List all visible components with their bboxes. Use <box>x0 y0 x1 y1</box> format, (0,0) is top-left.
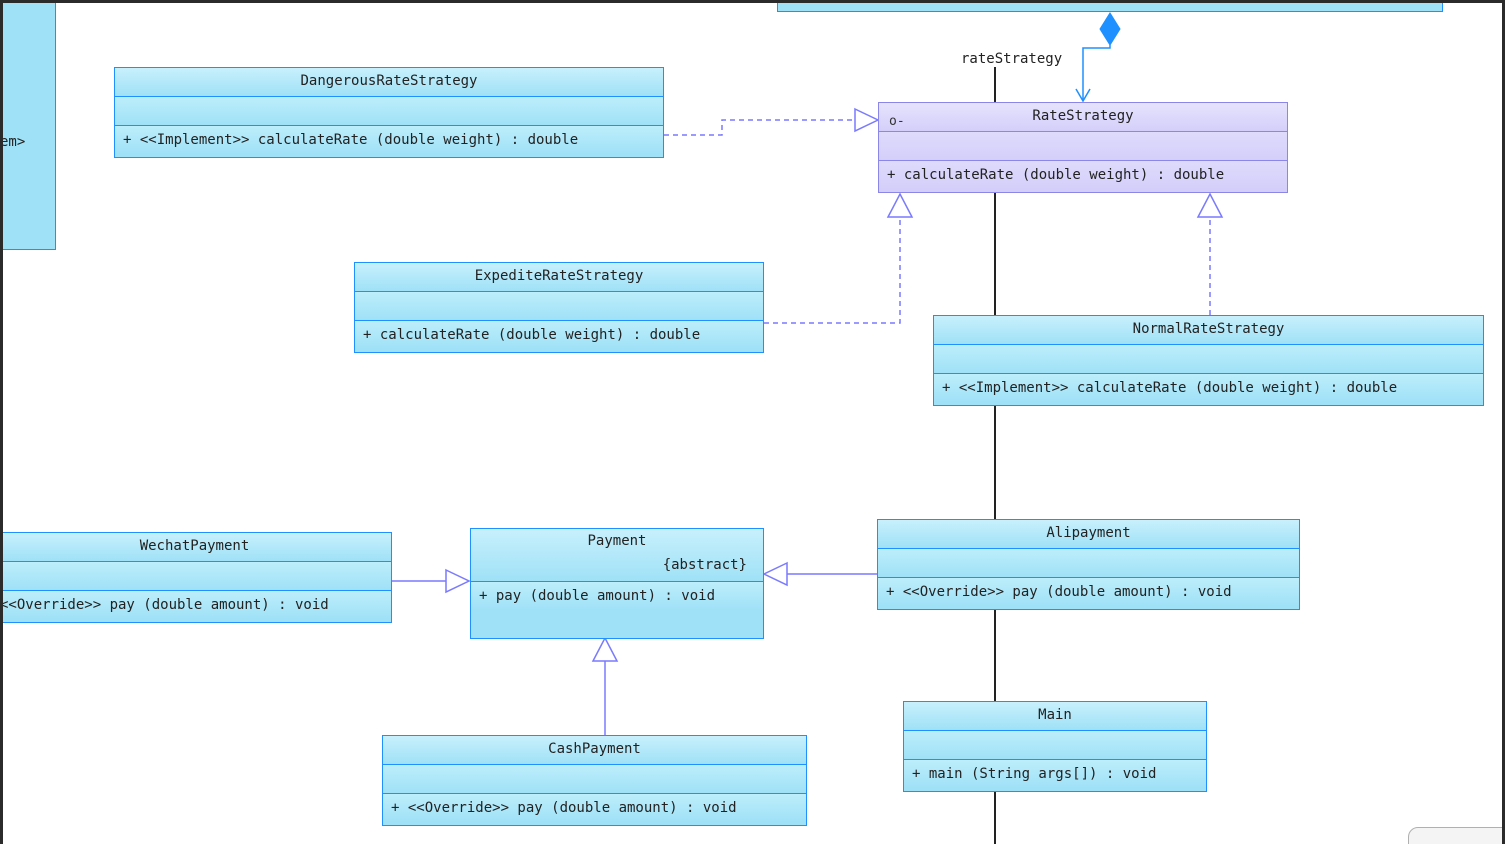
class-normal-rate-strategy[interactable]: NormalRateStrategy + <<Implement>> calcu… <box>933 315 1484 406</box>
diagram-canvas: em> DangerousRateStrategy + <<Implement>… <box>3 3 1502 844</box>
class-expedite-rate-strategy[interactable]: ExpediteRateStrategy + calculateRate (do… <box>354 262 764 353</box>
operation: + <<Override>> pay (double amount) : voi… <box>383 794 806 822</box>
partial-op-fragment: em> <box>3 134 26 150</box>
interface-header: o- RateStrategy <box>879 103 1287 132</box>
realization-head-normal <box>1196 192 1224 218</box>
attributes-compartment <box>878 549 1299 578</box>
class-name: WechatPayment <box>3 533 391 562</box>
composition-diamond <box>1099 12 1121 46</box>
class-name: Main <box>904 702 1206 731</box>
attributes-compartment <box>934 345 1483 374</box>
attributes-compartment <box>115 97 663 126</box>
class-name: RateStrategy <box>1032 108 1134 124</box>
operation: + calculateRate (double weight) : double <box>355 321 763 349</box>
attributes-compartment <box>383 765 806 794</box>
operation: + <<Override>> pay (double amount) : voi… <box>878 578 1299 606</box>
class-cash-payment[interactable]: CashPayment + <<Override>> pay (double a… <box>382 735 807 826</box>
realization-expedite <box>764 217 901 324</box>
operation: + calculateRate (double weight) : double <box>879 161 1287 189</box>
class-name: ExpediteRateStrategy <box>355 263 763 292</box>
operation: + <<Implement>> calculateRate (double we… <box>115 126 663 154</box>
interface-lollipop-icon: o- <box>889 114 905 129</box>
realization-head-expedite <box>886 192 914 218</box>
class-name: DangerousRateStrategy <box>115 68 663 97</box>
generalization-head-cash <box>591 636 619 662</box>
operation: + main (String args[]) : void <box>904 760 1206 788</box>
class-name: Payment <box>587 533 647 549</box>
partial-class-top[interactable] <box>777 3 1443 12</box>
scrollbar-corner[interactable] <box>1408 827 1502 844</box>
operation: + pay (double amount) : void <box>471 582 763 610</box>
class-name: CashPayment <box>383 736 806 765</box>
partial-class-left[interactable]: em> <box>3 3 56 250</box>
class-main[interactable]: Main + main (String args[]) : void <box>903 701 1207 792</box>
class-dangerous-rate-strategy[interactable]: DangerousRateStrategy + <<Implement>> ca… <box>114 67 664 158</box>
class-payment[interactable]: Payment {abstract} + pay (double amount)… <box>470 528 764 639</box>
realization-head-dangerous <box>854 107 880 133</box>
generalization-head-alipayment <box>762 561 788 587</box>
attributes-compartment <box>904 731 1206 760</box>
generalization-head-wechat <box>445 568 471 594</box>
class-wechat-payment[interactable]: WechatPayment <<Override>> pay (double a… <box>3 532 392 623</box>
class-name: Alipayment <box>878 520 1299 549</box>
class-name: NormalRateStrategy <box>934 316 1483 345</box>
operation: + <<Implement>> calculateRate (double we… <box>934 374 1483 402</box>
class-alipayment[interactable]: Alipayment + <<Override>> pay (double am… <box>877 519 1300 610</box>
composition-arrowhead <box>1075 88 1091 103</box>
attributes-compartment <box>355 292 763 321</box>
attributes-compartment <box>3 562 391 591</box>
realization-dangerous <box>664 119 855 136</box>
interface-rate-strategy[interactable]: o- RateStrategy + calculateRate (double … <box>878 102 1288 193</box>
operation: <<Override>> pay (double amount) : void <box>3 591 391 619</box>
abstract-stereotype: {abstract} <box>662 557 747 573</box>
attributes-compartment <box>879 132 1287 161</box>
abstract-header: Payment {abstract} <box>471 529 763 582</box>
composition-line <box>1082 45 1111 101</box>
assoc-label-rate-strategy: rateStrategy <box>961 51 1063 67</box>
